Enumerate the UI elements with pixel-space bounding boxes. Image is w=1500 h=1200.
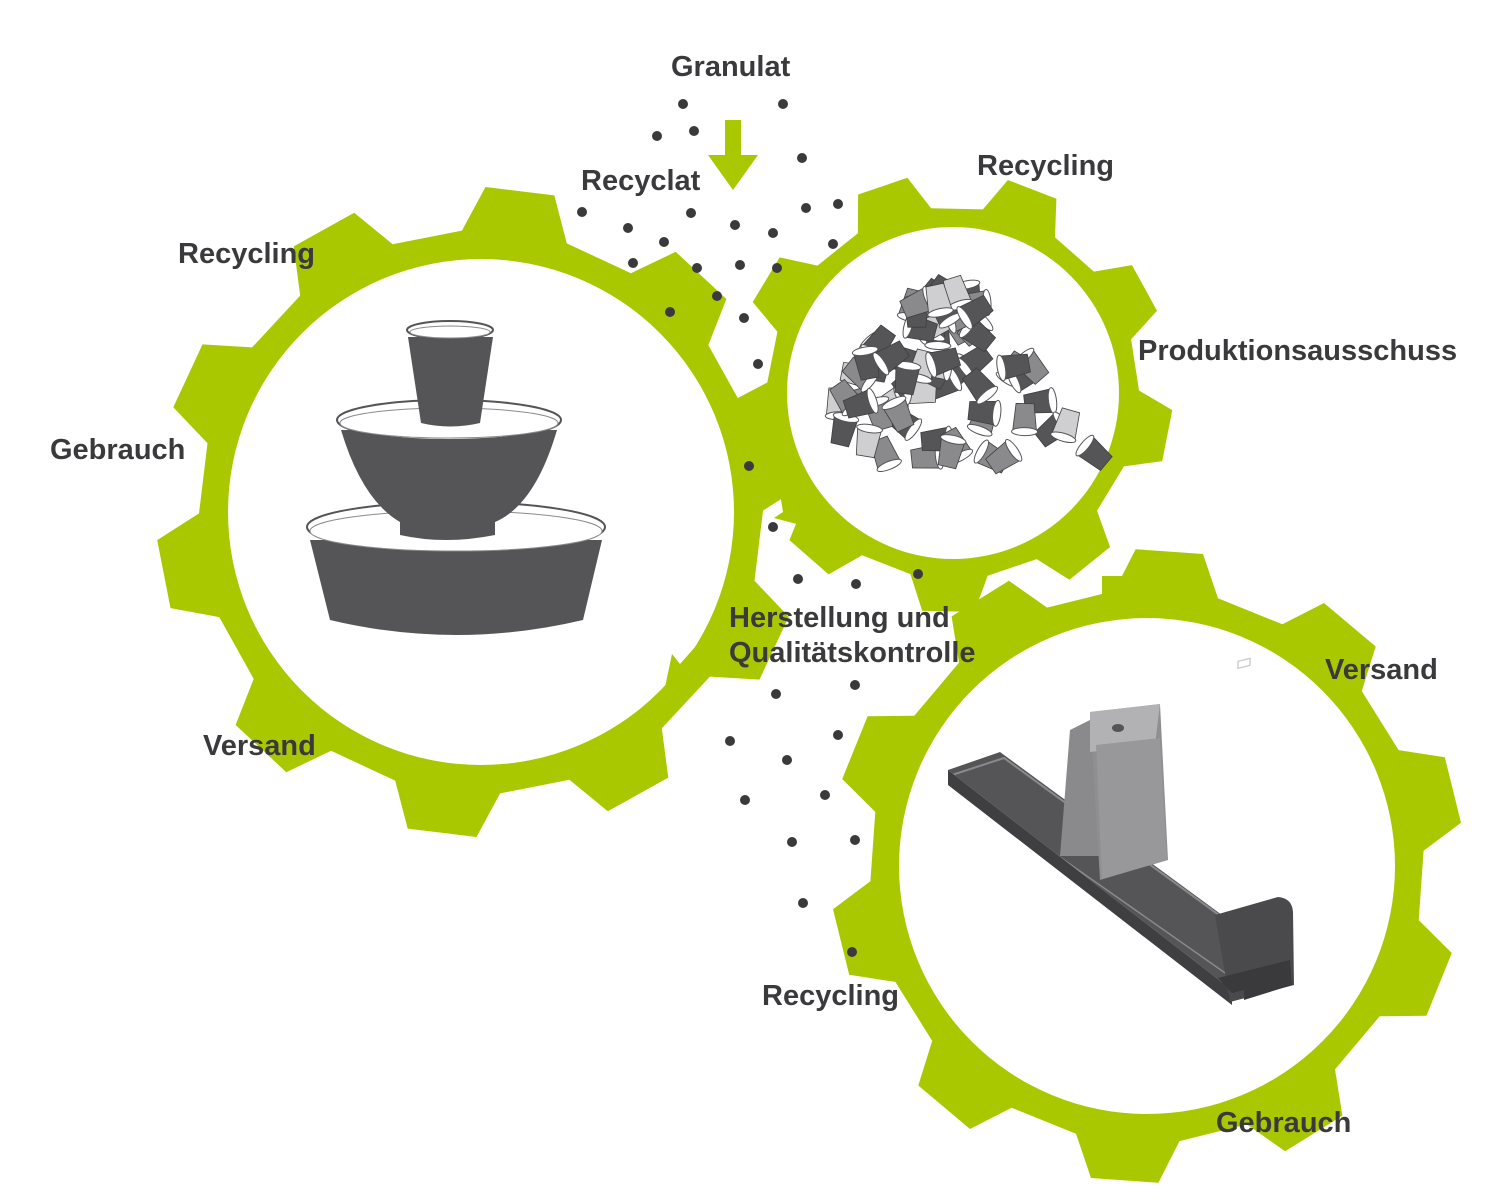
cup-in-pile bbox=[985, 438, 1023, 475]
granulate-dot bbox=[828, 239, 838, 249]
label-gebrauch-left: Gebrauch bbox=[50, 434, 186, 466]
cup-in-pile bbox=[956, 294, 994, 330]
granulate-dot bbox=[782, 755, 792, 765]
arrow-down-icon bbox=[708, 120, 758, 190]
cup-in-pile bbox=[855, 423, 883, 459]
cup-in-pile bbox=[1011, 403, 1039, 437]
granulate-dot bbox=[833, 199, 843, 209]
cup-in-pile bbox=[1050, 407, 1081, 444]
granulate-dot bbox=[623, 223, 633, 233]
cup-in-pile bbox=[1075, 434, 1113, 472]
granulate-dot bbox=[577, 207, 587, 217]
pile-of-cups-illustration bbox=[824, 274, 1113, 475]
granulate-dot bbox=[739, 313, 749, 323]
cup-in-pile bbox=[830, 412, 860, 448]
granulate-dot bbox=[850, 835, 860, 845]
granulate-dot bbox=[793, 574, 803, 584]
granulate-dot bbox=[659, 237, 669, 247]
granulate-dot bbox=[628, 258, 638, 268]
granulate-dot bbox=[665, 307, 675, 317]
label-gebrauch-bottom: Gebrauch bbox=[1216, 1107, 1352, 1139]
granulate-dot bbox=[847, 947, 857, 957]
granulate-dot bbox=[686, 208, 696, 218]
granulate-dot bbox=[778, 99, 788, 109]
granulate-dot bbox=[820, 790, 830, 800]
granulate-dot bbox=[735, 260, 745, 270]
cup-in-pile bbox=[872, 340, 910, 376]
granulate-dot bbox=[712, 291, 722, 301]
cup-in-pile bbox=[967, 399, 1002, 427]
granulate-dot bbox=[744, 461, 754, 471]
granulate-dot bbox=[851, 579, 861, 589]
granulate-dot bbox=[725, 736, 735, 746]
cup-in-pile bbox=[842, 387, 879, 419]
cup-in-pile bbox=[925, 347, 962, 378]
gear-top-right-hub bbox=[787, 227, 1119, 559]
granulate-dot bbox=[768, 522, 778, 532]
label-recycling-top-right: Recycling bbox=[977, 150, 1114, 182]
granulate-dot bbox=[678, 99, 688, 109]
arrow-right-icon bbox=[1102, 562, 1172, 614]
granulate-dot bbox=[740, 795, 750, 805]
label-granulat: Granulat bbox=[671, 51, 791, 83]
cup-in-pile bbox=[962, 367, 999, 405]
granulate-dot bbox=[771, 689, 781, 699]
cup-in-pile bbox=[851, 345, 880, 381]
cup-in-pile bbox=[937, 434, 967, 470]
cup-in-pile bbox=[925, 282, 954, 318]
gear-top-right bbox=[733, 177, 1173, 613]
cup-in-pile bbox=[996, 353, 1031, 382]
label-herstellung-line1: Herstellung und bbox=[729, 602, 950, 634]
granulate-dot bbox=[913, 569, 923, 579]
granulate-dot bbox=[787, 837, 797, 847]
label-recycling-bottom: Recycling bbox=[762, 980, 899, 1012]
label-versand-left: Versand bbox=[203, 730, 316, 762]
label-recycling-top-left: Recycling bbox=[178, 238, 315, 270]
granulate-dot bbox=[772, 263, 782, 273]
label-recyclat: Recyclat bbox=[581, 165, 701, 197]
granulate-dot bbox=[652, 131, 662, 141]
granulate-dot bbox=[689, 126, 699, 136]
granulate-dots bbox=[577, 99, 923, 957]
granulate-dot bbox=[692, 263, 702, 273]
label-produktionsausschuss: Produktionsausschuss bbox=[1138, 335, 1458, 367]
granulate-dot bbox=[797, 153, 807, 163]
cup-in-pile bbox=[894, 360, 922, 396]
stacked-bowls-and-cup-illustration bbox=[306, 320, 606, 635]
granulate-dot bbox=[833, 730, 843, 740]
granulate-dot bbox=[850, 680, 860, 690]
granulate-dot bbox=[801, 203, 811, 213]
label-herstellung-line2: Qualitätskontrolle bbox=[729, 637, 976, 669]
arrow-down-left-icon bbox=[664, 628, 724, 692]
granulate-dot bbox=[730, 220, 740, 230]
arrow-down-right-icon bbox=[774, 479, 813, 527]
granulate-dot bbox=[753, 359, 763, 369]
granulate-dot bbox=[798, 898, 808, 908]
shelf-divider-rail-illustration bbox=[948, 657, 1294, 1005]
label-versand-right: Versand bbox=[1325, 654, 1438, 686]
cup-in-pile bbox=[881, 395, 915, 433]
granulate-dot bbox=[768, 228, 778, 238]
